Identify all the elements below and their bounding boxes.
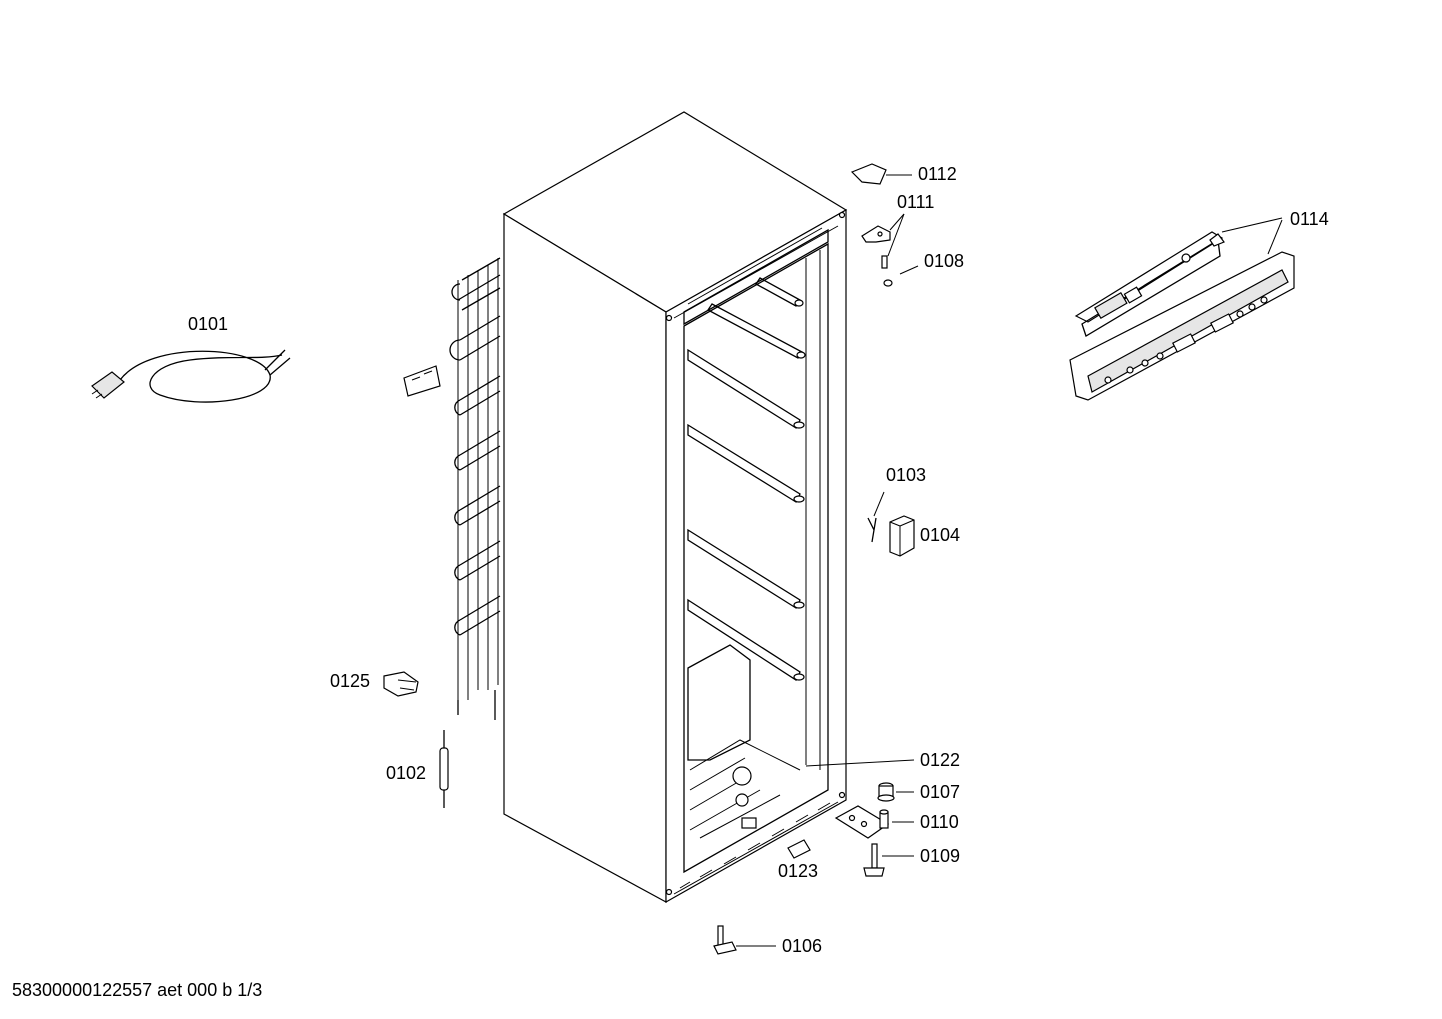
power-cord-part: 0101	[91, 314, 291, 403]
shelf-rail-4	[687, 423, 805, 503]
label-0108: 0108	[924, 251, 964, 271]
cabinet	[502, 111, 848, 904]
label-0123: 0123	[778, 861, 818, 881]
shelf-rail-6	[687, 598, 805, 681]
shelf-rail-3	[687, 348, 805, 429]
label-0104: 0104	[920, 525, 960, 545]
label-0109: 0109	[920, 846, 960, 866]
condenser-coil	[449, 257, 501, 720]
shelf-rail-2	[707, 303, 806, 359]
top-hinge-part: 0111	[861, 192, 934, 269]
label-0107: 0107	[920, 782, 960, 802]
front-foot-part: 0106	[713, 925, 822, 956]
adjustable-foot-part: 0109	[863, 843, 960, 877]
cabinet-shelves	[687, 277, 806, 839]
label-0103: 0103	[886, 465, 926, 485]
label-0122: 0122	[920, 750, 960, 770]
bottom-latch	[741, 817, 757, 829]
label-0125: 0125	[330, 671, 370, 691]
compressor-hump	[687, 644, 751, 761]
label-0102: 0102	[386, 763, 426, 783]
control-panel-part: 0114	[1069, 209, 1329, 401]
grille-clip-part: 0123	[778, 839, 818, 881]
door-stop-part: 0103	[867, 465, 926, 543]
hinge-pin-part: 0107	[877, 782, 960, 802]
drain-plug	[732, 766, 752, 786]
shelf-rail-1	[755, 277, 804, 307]
bottom-tray	[689, 739, 801, 839]
shelf-rail-5	[687, 528, 805, 609]
label-0111: 0111	[897, 192, 934, 212]
label-0106: 0106	[782, 936, 822, 956]
condenser-bracket	[403, 365, 441, 397]
bottom-hinge-part: 0110	[834, 805, 959, 839]
filter-drier-part: 0102	[386, 730, 449, 808]
label-0112: 0112	[918, 164, 957, 184]
label-0114: 0114	[1290, 209, 1329, 229]
thermostat-clip-part: 0125	[330, 671, 419, 697]
label-0110: 0110	[920, 812, 959, 832]
bushing-part: 0108	[883, 251, 964, 287]
plug-icon	[91, 371, 125, 399]
hinge-cover-part: 0112	[850, 163, 957, 185]
hinge-cap-part: 0104	[889, 515, 960, 557]
bottom-tray-leader: 0122	[805, 750, 960, 770]
label-0101: 0101	[188, 314, 228, 334]
document-footer: 58300000122557 aet 000 b 1/3	[12, 980, 263, 1000]
